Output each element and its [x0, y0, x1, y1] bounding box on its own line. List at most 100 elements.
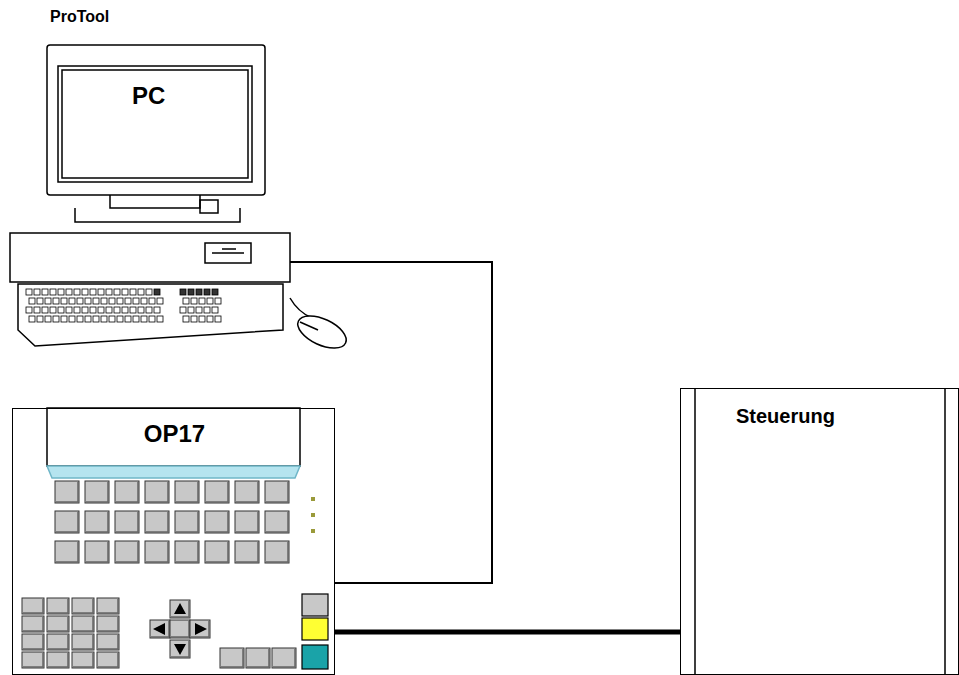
key — [170, 620, 190, 638]
key — [150, 620, 170, 638]
key — [180, 289, 186, 295]
key-shadow — [171, 641, 189, 657]
key — [138, 289, 144, 295]
key-shadow — [247, 649, 269, 667]
mouse — [293, 309, 351, 355]
key-shadow — [273, 649, 295, 667]
key — [72, 652, 94, 668]
monitor-bezel — [58, 66, 252, 182]
node-label: Steuerung — [736, 405, 835, 427]
key — [37, 298, 43, 304]
key — [133, 316, 139, 322]
monitor-screen — [62, 70, 248, 178]
key — [85, 541, 109, 563]
key — [207, 316, 213, 322]
bus-cable — [335, 630, 680, 635]
key — [97, 652, 119, 668]
key — [191, 298, 197, 304]
key — [47, 598, 69, 614]
key-shadow — [48, 635, 68, 649]
key — [149, 298, 155, 304]
key — [22, 652, 44, 668]
key — [130, 307, 136, 313]
op-display — [47, 408, 300, 466]
key — [55, 481, 79, 503]
key — [69, 298, 75, 304]
mouse-button — [300, 322, 318, 330]
key-shadow — [171, 601, 189, 617]
key — [106, 307, 112, 313]
key — [22, 616, 44, 632]
node-label: OP17 — [144, 421, 205, 447]
key-shadow — [73, 599, 93, 613]
key — [101, 316, 107, 322]
key-shadow — [146, 542, 168, 562]
key — [82, 307, 88, 313]
key — [199, 316, 205, 322]
key — [122, 307, 128, 313]
key — [55, 541, 79, 563]
key-shadow — [176, 512, 198, 532]
key-shadow — [48, 653, 68, 667]
key — [97, 616, 119, 632]
rack-rail — [695, 388, 945, 675]
key — [196, 289, 202, 295]
key — [74, 289, 80, 295]
key — [29, 316, 35, 322]
key-shadow — [266, 542, 288, 562]
key — [114, 307, 120, 313]
key — [154, 289, 160, 295]
pc-base — [10, 233, 290, 282]
key-shadow — [191, 621, 209, 637]
key — [146, 289, 152, 295]
key — [157, 316, 163, 322]
key — [69, 316, 75, 322]
key — [180, 307, 186, 313]
key — [149, 316, 155, 322]
key — [125, 298, 131, 304]
key — [34, 307, 40, 313]
key — [215, 316, 221, 322]
key — [188, 289, 194, 295]
key — [37, 316, 43, 322]
key-shadow — [86, 512, 108, 532]
keyboard-keys — [26, 289, 221, 322]
arrow-key-symbol — [195, 623, 207, 635]
key — [115, 511, 139, 533]
key — [175, 541, 199, 563]
key — [47, 616, 69, 632]
monitor-foot — [75, 208, 240, 222]
key — [141, 298, 147, 304]
key — [55, 511, 79, 533]
key — [205, 541, 229, 563]
key — [235, 481, 259, 503]
led — [311, 497, 315, 501]
key — [26, 289, 32, 295]
key — [42, 289, 48, 295]
key — [115, 481, 139, 503]
key — [22, 598, 44, 614]
key-shadow — [48, 599, 68, 613]
key-shadow — [221, 649, 243, 667]
key — [90, 307, 96, 313]
key-shadow — [23, 617, 43, 631]
key — [170, 600, 190, 618]
key — [26, 307, 32, 313]
key — [74, 307, 80, 313]
key — [220, 648, 244, 668]
key — [204, 307, 210, 313]
key — [109, 298, 115, 304]
key — [146, 307, 152, 313]
key — [145, 481, 169, 503]
key — [117, 298, 123, 304]
key-shadow — [236, 482, 258, 502]
key-shadow — [56, 542, 78, 562]
key-shadow — [266, 512, 288, 532]
key-shadow — [171, 621, 189, 637]
key — [212, 289, 218, 295]
key — [29, 298, 35, 304]
key — [117, 316, 123, 322]
key — [72, 634, 94, 650]
arrow-key-symbol — [153, 623, 165, 635]
controller-box: Steuerung — [680, 388, 959, 675]
